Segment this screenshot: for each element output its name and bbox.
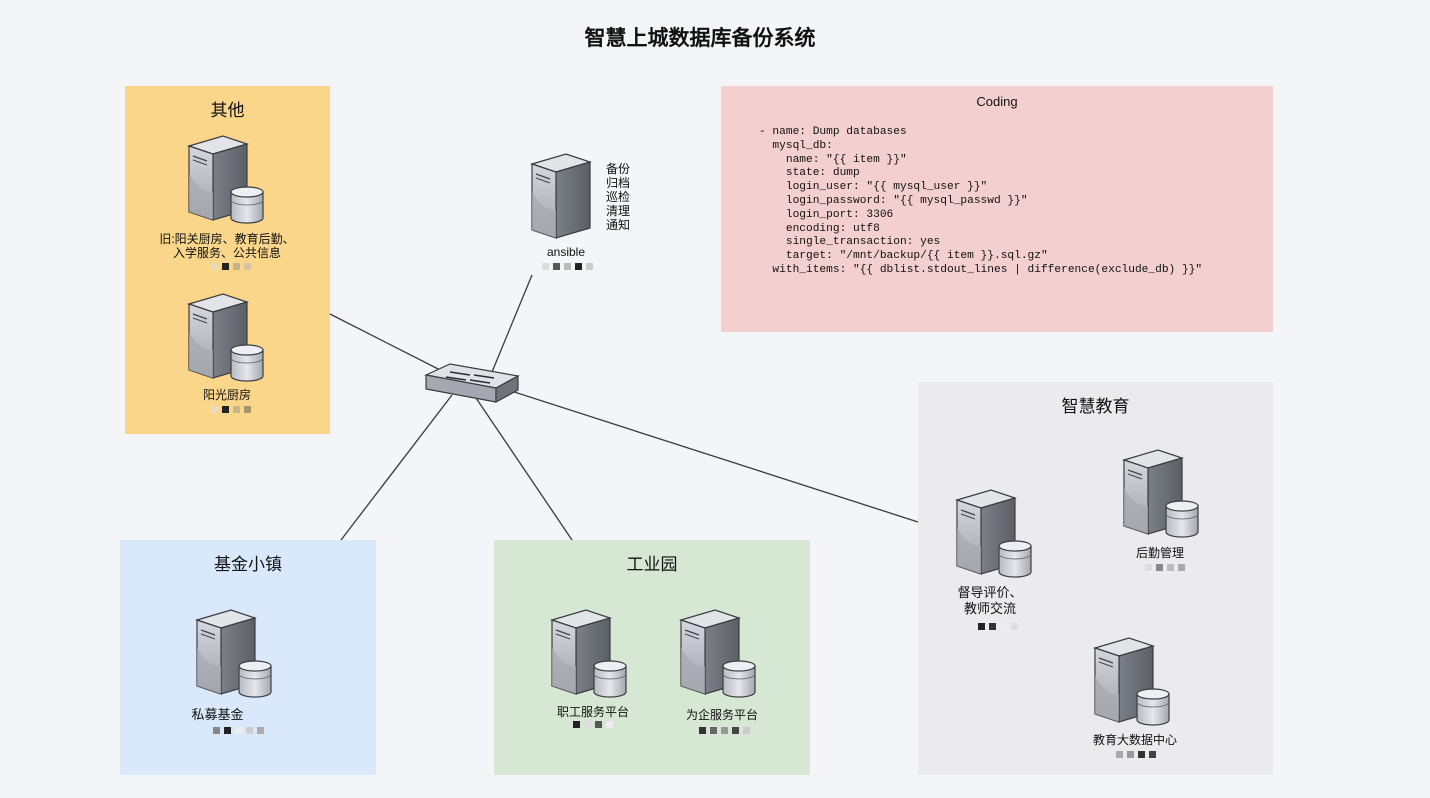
server-label-enterprise-service: 为企服务平台 [685,708,758,722]
redacted-ip [1125,561,1205,573]
database-server-icon [680,609,756,698]
database-server-icon [188,293,264,382]
label-line: 督导评价、 [957,585,1023,600]
group-title: 其他 [210,101,245,120]
task-archive: 归档 [606,176,631,190]
group-title: 工业园 [626,555,678,574]
server-label-private-fund: 私募基金 [191,707,244,722]
task-notify: 通知 [606,218,631,232]
redacted-ip [1096,748,1176,760]
redacted-ip [196,724,281,736]
label-line: 旧:阳关厨房、教育后勤、 [159,232,295,246]
group-title: 智慧教育 [1061,397,1130,416]
link-other [329,313,451,376]
ansible-server-icon [531,153,591,239]
code-box-title: Coding [976,94,1018,109]
database-server-icon [956,489,1032,578]
ansible-task-list: 备份 归档 巡检 清理 通知 [606,162,630,232]
server-label-logistics: 后勤管理 [1135,546,1184,560]
database-server-icon [196,609,272,698]
code-snippet-box: Coding - name: Dump databases mysql_db: … [721,86,1273,332]
task-cleanup: 清理 [606,204,631,218]
diagram-title: 智慧上城数据库备份系统 [584,27,816,50]
server-label-old-systems: 旧:阳关厨房、教育后勤、 入学服务、公共信息 [127,232,327,260]
database-server-icon [551,609,627,698]
server-label-sunshine-kitchen: 阳光厨房 [202,388,251,402]
redacted-ip [555,718,630,730]
task-backup: 备份 [606,162,631,176]
task-inspect: 巡检 [606,190,631,204]
server-label-ansible: ansible [546,245,586,259]
redacted-ip [522,260,612,272]
server-label-supervision: 督导评价、 教师交流 [935,585,1045,617]
group-title: 基金小镇 [214,555,282,574]
group-industrial-park: 工业园 [494,540,810,775]
database-server-icon [188,135,264,224]
network-switch-icon [424,363,520,404]
label-line: 入学服务、公共信息 [172,246,281,260]
ansible-task-code: - name: Dump databases mysql_db: name: "… [759,126,1203,276]
server-label-worker-service: 职工服务平台 [556,705,629,719]
database-server-icon [1094,637,1170,726]
link-fund-town [340,394,453,541]
redacted-ip [682,724,767,736]
label-line: 教师交流 [963,601,1016,616]
server-label-edu-bigdata: 教育大数据中心 [1092,733,1177,747]
redacted-ip [193,403,268,415]
link-ansible [491,274,533,373]
redacted-ip [955,620,1040,632]
database-server-icon [1123,449,1199,538]
redacted-ip [193,260,268,272]
link-industrial-park [475,397,573,541]
link-smart-education [507,389,919,523]
